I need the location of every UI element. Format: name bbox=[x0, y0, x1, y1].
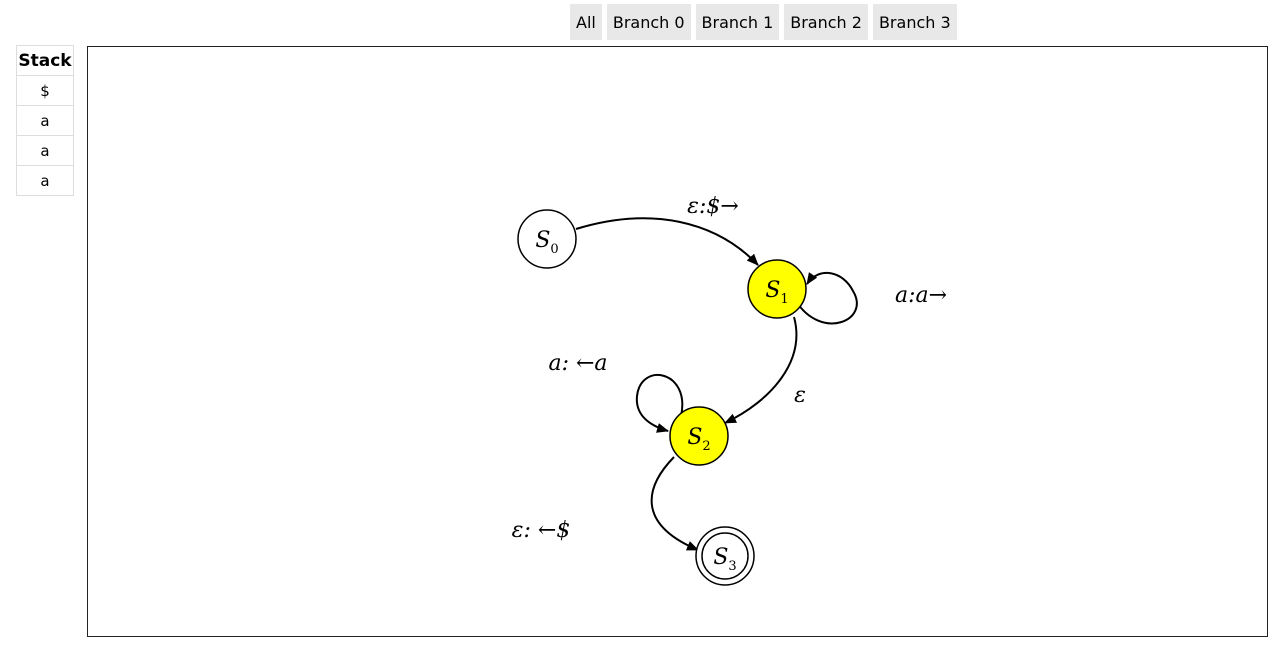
state-circle-outer bbox=[695, 526, 755, 586]
state-label: S bbox=[687, 425, 702, 450]
stack-cell: $ bbox=[16, 75, 74, 106]
tab-branch-2[interactable]: Branch 2 bbox=[784, 4, 868, 40]
edge-s0-s1 bbox=[575, 217, 759, 266]
edge-s2-self-loop bbox=[635, 373, 684, 433]
edge-label-s0-s1: ε:$→ bbox=[687, 194, 739, 219]
svg-text:S0: S0 bbox=[535, 228, 558, 257]
svg-text:S3: S3 bbox=[713, 545, 736, 574]
edge-label-s2-s3: ε: ←$ bbox=[512, 518, 571, 543]
tab-all[interactable]: All bbox=[570, 4, 602, 40]
state-label: S bbox=[765, 278, 780, 303]
tab-branch-3[interactable]: Branch 3 bbox=[872, 4, 957, 40]
edge-label-s1-s2: ε bbox=[794, 383, 806, 408]
edge-label-s1-loop: a:a→ bbox=[895, 283, 947, 308]
automaton-canvas: S0 S1 S2 S3 ε:$→ a:a→ ε a: ←a ε: ←$ bbox=[87, 46, 1268, 637]
state-circle bbox=[747, 259, 807, 319]
state-circle bbox=[517, 209, 577, 269]
svg-text:S2: S2 bbox=[687, 425, 710, 454]
state-s2[interactable]: S2 bbox=[669, 406, 729, 466]
svg-text:S1: S1 bbox=[765, 278, 788, 307]
tab-branch-1[interactable]: Branch 1 bbox=[695, 4, 780, 40]
branch-tab-bar: All Branch 0 Branch 1 Branch 2 Branch 3 bbox=[570, 4, 957, 40]
state-label: S bbox=[535, 228, 550, 253]
state-index: 2 bbox=[702, 439, 710, 454]
state-s3[interactable]: S3 bbox=[695, 526, 755, 586]
edge-s1-s2 bbox=[724, 316, 798, 424]
state-index: 3 bbox=[728, 559, 736, 574]
tab-branch-0[interactable]: Branch 0 bbox=[606, 4, 691, 40]
edge-s2-s3 bbox=[650, 456, 699, 551]
edge-s1-self-loop bbox=[795, 271, 858, 325]
stack-cell: a bbox=[16, 165, 74, 196]
state-circle bbox=[669, 406, 729, 466]
state-index: 0 bbox=[550, 242, 558, 257]
stack-table: Stack $ a a a bbox=[16, 45, 74, 196]
stack-cell: a bbox=[16, 105, 74, 136]
state-label: S bbox=[713, 545, 728, 570]
stack-cell: a bbox=[16, 135, 74, 166]
state-s0[interactable]: S0 bbox=[517, 209, 577, 269]
stack-header: Stack bbox=[16, 45, 74, 76]
accepting-ring bbox=[701, 532, 749, 580]
state-index: 1 bbox=[780, 292, 788, 307]
state-s1[interactable]: S1 bbox=[747, 259, 807, 319]
automaton-diagram: S0 S1 S2 S3 ε:$→ a:a→ ε a: ←a ε: ←$ bbox=[512, 194, 947, 586]
edge-label-s2-loop: a: ←a bbox=[548, 351, 607, 376]
